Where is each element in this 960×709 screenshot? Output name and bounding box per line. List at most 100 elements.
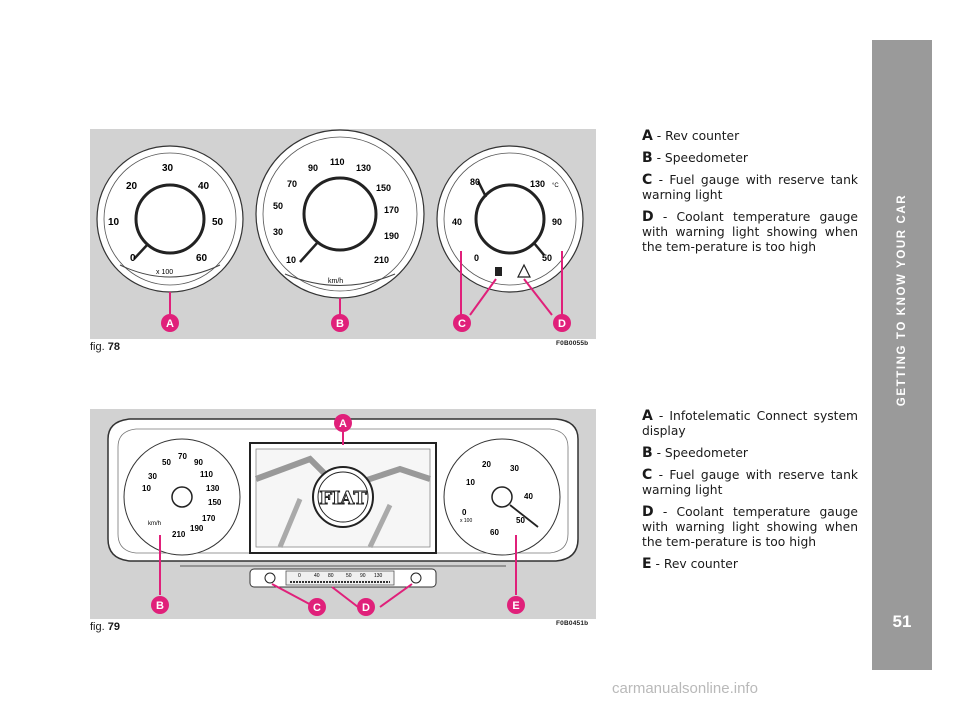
caption-number: 79 xyxy=(107,621,120,633)
marker-c-label: C xyxy=(313,602,321,614)
speed-tick-70: 70 xyxy=(178,452,187,461)
strip-temp-90: 90 xyxy=(360,573,366,579)
caption-number: 78 xyxy=(107,341,120,353)
speed-tick-30: 30 xyxy=(148,472,157,481)
speed-tick-150: 150 xyxy=(208,498,222,507)
speed-tick-130: 130 xyxy=(206,484,220,493)
speed-tick-150: 150 xyxy=(376,183,391,193)
fig79-markers: A B C D E xyxy=(151,414,525,616)
chapter-sidebar xyxy=(872,40,932,670)
legend-text: - Infotelematic Connect system display xyxy=(642,409,858,438)
legend-key: A xyxy=(642,408,653,424)
speed-tick-170: 170 xyxy=(202,514,216,523)
legend-item: C - Fuel gauge with reserve tank warning… xyxy=(630,173,858,203)
speed-tick-90: 90 xyxy=(194,458,203,467)
legend-text: - Coolant temperature gauge with warning… xyxy=(642,505,858,549)
fuel-warning-icon xyxy=(264,572,276,584)
strip-temp-40: 40 xyxy=(314,573,320,579)
legend-item: C - Fuel gauge with reserve tank warning… xyxy=(630,468,858,498)
legend-key: B xyxy=(642,445,653,461)
fig78-markers: A B C D xyxy=(161,314,571,332)
speed-tick-10: 10 xyxy=(286,255,296,265)
legend-key: B xyxy=(642,150,653,166)
figure-78-code: F0B0055b xyxy=(556,340,589,347)
speed-tick-50: 50 xyxy=(273,201,283,211)
coolant-temperature-icon xyxy=(517,263,531,278)
strip-temp-80: 80 xyxy=(328,573,334,579)
temp-tick-80: 80 xyxy=(470,177,480,187)
legend-item: D - Coolant temperature gauge with warni… xyxy=(630,210,858,255)
rev-tick-50: 50 xyxy=(516,516,525,525)
temp-tick-130: 130 xyxy=(530,179,545,189)
marker-b xyxy=(331,314,349,332)
speed-tick-190: 190 xyxy=(190,524,204,533)
legend-text: - Rev counter xyxy=(652,129,740,143)
marker-a xyxy=(161,314,179,332)
rev-counter-gauge: 0 10 20 30 40 50 60 x 100 xyxy=(443,438,561,595)
marker-a xyxy=(334,414,352,432)
rev-unit-label: x 100 xyxy=(460,518,472,524)
fuel-temperature-strip: 0 40 80 50 90 130 xyxy=(249,568,437,608)
legend-text: - Fuel gauge with reserve tank warning l… xyxy=(642,468,858,497)
rev-tick-10: 10 xyxy=(108,217,120,228)
figure-79-legend: A - Infotelematic Connect system display… xyxy=(630,409,858,579)
marker-b-label: B xyxy=(336,318,344,330)
marker-a-label: A xyxy=(166,318,174,330)
speed-tick-30: 30 xyxy=(273,227,283,237)
marker-c xyxy=(453,314,471,332)
rev-tick-30: 30 xyxy=(162,163,174,174)
marker-e-label: E xyxy=(512,600,519,612)
legend-text: - Fuel gauge with reserve tank warning l… xyxy=(642,173,858,202)
rev-tick-0: 0 xyxy=(130,253,136,264)
marker-b-label: B xyxy=(156,600,164,612)
legend-key: D xyxy=(642,209,654,225)
chapter-title: GETTING TO KNOW YOUR CAR xyxy=(872,40,932,540)
rev-tick-60: 60 xyxy=(490,528,499,537)
marker-e xyxy=(507,596,525,614)
strip-fuel-0: 0 xyxy=(298,573,301,579)
marker-d xyxy=(553,314,571,332)
strip-temp-130: 130 xyxy=(374,573,383,579)
legend-item: B - Speedometer xyxy=(630,151,858,166)
speed-unit-label: km/h xyxy=(148,521,161,527)
figure-79-caption: fig. 79 xyxy=(90,621,120,633)
caption-prefix: fig. xyxy=(90,341,108,353)
infotelematic-display: FIAT xyxy=(249,429,437,554)
figure-78-legend: A - Rev counter B - Speedometer C - Fuel… xyxy=(630,129,858,262)
temp-tick-90: 90 xyxy=(552,217,562,227)
speed-tick-90: 90 xyxy=(308,163,318,173)
speed-tick-70: 70 xyxy=(287,179,297,189)
marker-c xyxy=(308,598,326,616)
rev-tick-40: 40 xyxy=(198,181,210,192)
legend-item: D - Coolant temperature gauge with warni… xyxy=(630,505,858,550)
legend-key: D xyxy=(642,504,654,520)
marker-c-label: C xyxy=(458,318,466,330)
fig78-drawing: 0 10 20 30 40 50 60 x 100 10 30 50 70 90… xyxy=(96,129,584,332)
legend-key: E xyxy=(642,556,652,572)
rev-tick-30: 30 xyxy=(510,464,519,473)
figure-78-caption: fig. 78 xyxy=(90,341,120,353)
rev-tick-60: 60 xyxy=(196,253,208,264)
chapter-title-text: GETTING TO KNOW YOUR CAR xyxy=(896,193,908,407)
legend-text: - Coolant temperature gauge with warning… xyxy=(642,210,858,254)
speed-tick-170: 170 xyxy=(384,205,399,215)
speedometer-gauge: 10 30 50 70 90 110 130 150 170 190 210 k… xyxy=(255,129,425,315)
rev-tick-20: 20 xyxy=(482,460,491,469)
speed-unit-label: km/h xyxy=(328,278,343,285)
speedometer-gauge: 10 30 50 70 90 110 130 150 170 190 210 k… xyxy=(123,438,241,595)
fig79-drawing: 10 30 50 70 90 110 130 150 170 190 210 k… xyxy=(107,414,579,616)
marker-d xyxy=(357,598,375,616)
rev-tick-50: 50 xyxy=(212,217,224,228)
legend-item: E - Rev counter xyxy=(630,557,858,572)
figure-79-code: F0B0451b xyxy=(556,620,589,627)
temperature-warning-icon xyxy=(410,572,422,584)
legend-text: - Rev counter xyxy=(651,557,738,571)
rev-tick-10: 10 xyxy=(466,478,475,487)
legend-text: - Speedometer xyxy=(652,446,748,460)
legend-key: C xyxy=(642,172,653,188)
fuel-tick-0: 0 xyxy=(474,253,479,263)
marker-a-label: A xyxy=(339,418,347,430)
legend-item: B - Speedometer xyxy=(630,446,858,461)
speed-tick-190: 190 xyxy=(384,231,399,241)
marker-d-label: D xyxy=(558,318,566,330)
